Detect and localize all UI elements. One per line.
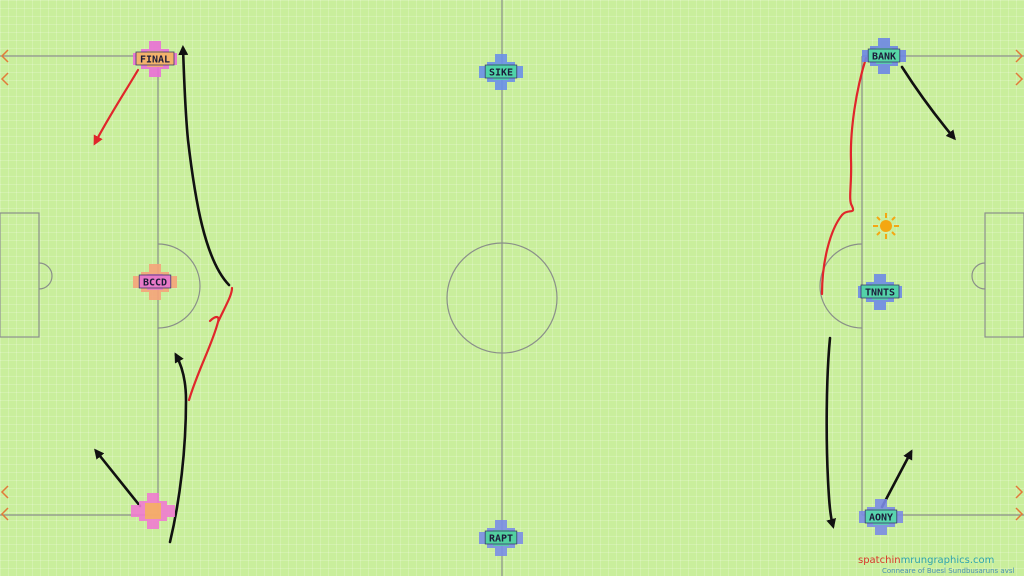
player-label-bg	[860, 284, 900, 299]
player-label-bg	[864, 509, 898, 524]
watermark-brand: spatchin	[858, 555, 901, 566]
player-label: BANK	[872, 52, 896, 63]
player-label-bg	[135, 51, 175, 66]
right-arc	[819, 243, 863, 329]
black-arrows	[94, 45, 956, 544]
player-marker-right-bottom[interactable]: AONY	[859, 499, 903, 535]
edge-marker-left-top-2	[0, 72, 9, 86]
player-label-bg	[484, 530, 518, 545]
player-badge-core	[145, 503, 161, 519]
ball-icon	[873, 213, 899, 239]
red-arrows	[93, 56, 868, 402]
watermark: spatchinmrungraphics.com Conneare of Bue…	[858, 555, 1015, 575]
player-marker-left-top[interactable]: FINAL	[133, 41, 177, 77]
edge-marker-right-top	[1015, 49, 1024, 63]
arrow-left-long-run	[178, 45, 231, 287]
arrow-left-diagonal	[94, 448, 142, 508]
edge-marker-right-bottom-2	[1015, 507, 1024, 521]
right-penalty-box	[984, 212, 1024, 338]
arrow-right-top	[900, 65, 956, 141]
player-label-bg	[867, 48, 901, 63]
right-goal-arc	[971, 262, 986, 290]
player-marker-center-bottom[interactable]: RAPT	[479, 520, 523, 556]
watermark-site: mrungraphics.com	[901, 555, 995, 566]
edge-marker-left-top	[0, 49, 9, 63]
player-marker-right-top[interactable]: BANK	[862, 38, 906, 74]
center-circle	[446, 242, 558, 354]
edge-marker-right-bottom	[1015, 485, 1024, 499]
pass-left-top	[93, 68, 140, 146]
player-label-bg	[484, 64, 518, 79]
player-label: BCCD	[143, 278, 167, 289]
arrow-left-up-run	[168, 352, 188, 544]
player-label: AONY	[869, 513, 893, 524]
player-label: RAPT	[489, 534, 513, 545]
player-label: SIKE	[489, 68, 513, 79]
watermark-line1: spatchinmrungraphics.com	[858, 555, 994, 566]
edge-marker-right-top-2	[1015, 72, 1024, 86]
players-layer: FINAL BCCD SIKE RAPT BANK TNNTS AONY	[131, 38, 906, 556]
player-marker-left-bottom[interactable]	[131, 493, 175, 529]
left-penalty-box	[0, 212, 40, 338]
player-marker-right-mid[interactable]: TNNTS	[858, 274, 902, 310]
player-label: TNNTS	[865, 288, 895, 299]
arrow-right-down-run	[825, 336, 836, 529]
left-arc	[157, 243, 201, 329]
edge-marker-left-bottom-2	[0, 507, 9, 521]
player-label-bg	[138, 274, 172, 289]
edge-markers	[0, 49, 1024, 521]
pass-right-sweep	[820, 56, 868, 296]
arrow-right-diagonal	[880, 449, 913, 509]
player-label: FINAL	[140, 55, 170, 66]
player-marker-center-top[interactable]: SIKE	[479, 54, 523, 90]
pass-left-mid	[187, 286, 234, 402]
watermark-line2: Conneare of Buesl Sundbusaruns avsl	[882, 567, 1015, 575]
player-marker-left-mid[interactable]: BCCD	[133, 264, 177, 300]
left-goal-arc	[38, 262, 53, 290]
edge-marker-left-bottom	[0, 485, 9, 499]
